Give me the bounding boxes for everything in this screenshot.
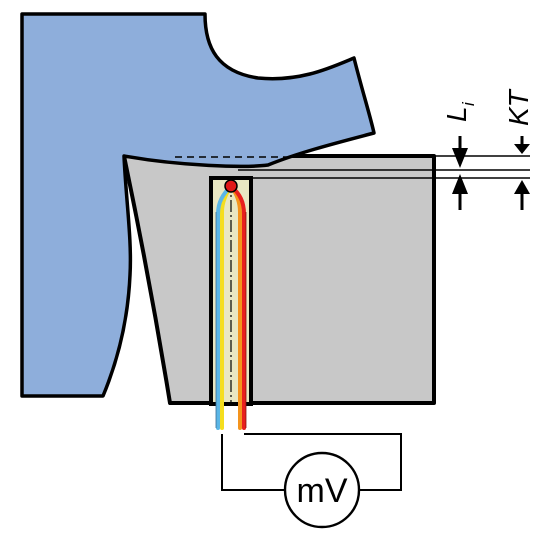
li-label: L i [441,101,478,122]
kt-arrow-up [514,180,530,210]
li-label-sub: i [459,101,478,106]
circuit-right-lead [244,433,402,491]
kt-arrow-down [514,136,530,154]
thermocouple-junction [224,179,238,193]
voltmeter [283,451,361,529]
cutting-tool [20,12,376,398]
li-arrow-down [452,136,468,168]
kt-label-text: KT [503,88,534,126]
voltmeter-label: mV [297,472,348,510]
workpiece-body [122,154,436,405]
li-arrow-up [452,174,468,210]
li-label-main: L [441,106,472,122]
circuit-left-lead [221,434,285,491]
kt-label: KT [503,88,534,126]
